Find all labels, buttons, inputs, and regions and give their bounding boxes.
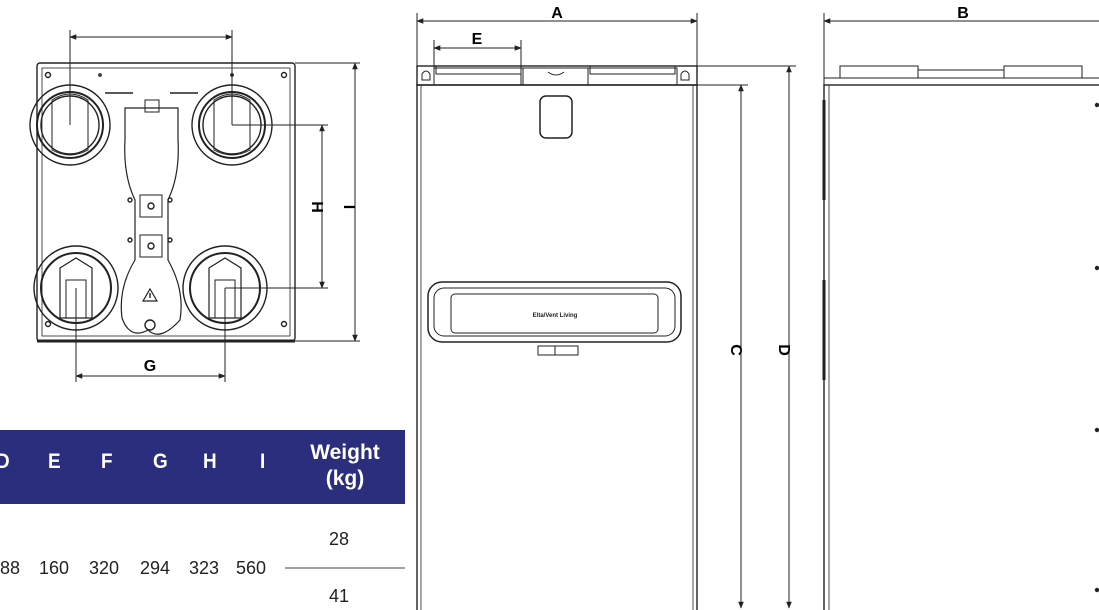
cell-i: 560 <box>236 558 267 578</box>
handle-icon <box>427 281 682 343</box>
col-header-h: H <box>203 450 217 473</box>
col-header-i: I <box>260 450 266 473</box>
wall-hanger-icon <box>421 70 690 81</box>
cell-e: 160 <box>39 558 70 578</box>
dim-label-a: A <box>551 5 563 22</box>
front-view-body <box>416 84 698 610</box>
cell-g: 294 <box>140 558 171 578</box>
col-header-e: E <box>48 450 61 473</box>
spec-table-header: D E F G H I Weight (kg) <box>0 430 405 504</box>
col-header-f: F <box>101 450 113 473</box>
dim-label-c: C <box>727 344 744 356</box>
dim-label-i: I <box>340 205 357 209</box>
front-view <box>416 65 698 610</box>
cell-h: 323 <box>189 558 220 578</box>
dim-label-b: B <box>957 5 969 22</box>
side-view <box>822 65 1099 610</box>
weight-header-line2: (kg) <box>325 467 365 490</box>
warning-triangle-icon <box>141 287 159 302</box>
weight-value-1: 28 <box>329 529 350 549</box>
cell-f: 320 <box>89 558 120 578</box>
weight-header-line1: Weight <box>310 441 380 464</box>
cell-d: 288 <box>0 558 21 578</box>
dim-label-e: E <box>472 31 483 48</box>
col-header-weight: Weight (kg) <box>299 440 391 492</box>
dim-label-g: G <box>144 358 156 375</box>
col-header-d: D <box>0 450 10 474</box>
col-header-g: G <box>153 450 168 473</box>
dim-label-h: H <box>308 201 325 213</box>
product-logo-text: Elta/Vent Living <box>533 313 578 319</box>
weight-value-2: 41 <box>329 586 350 606</box>
dim-label-d: D <box>775 344 792 356</box>
side-view-body <box>823 84 1099 610</box>
